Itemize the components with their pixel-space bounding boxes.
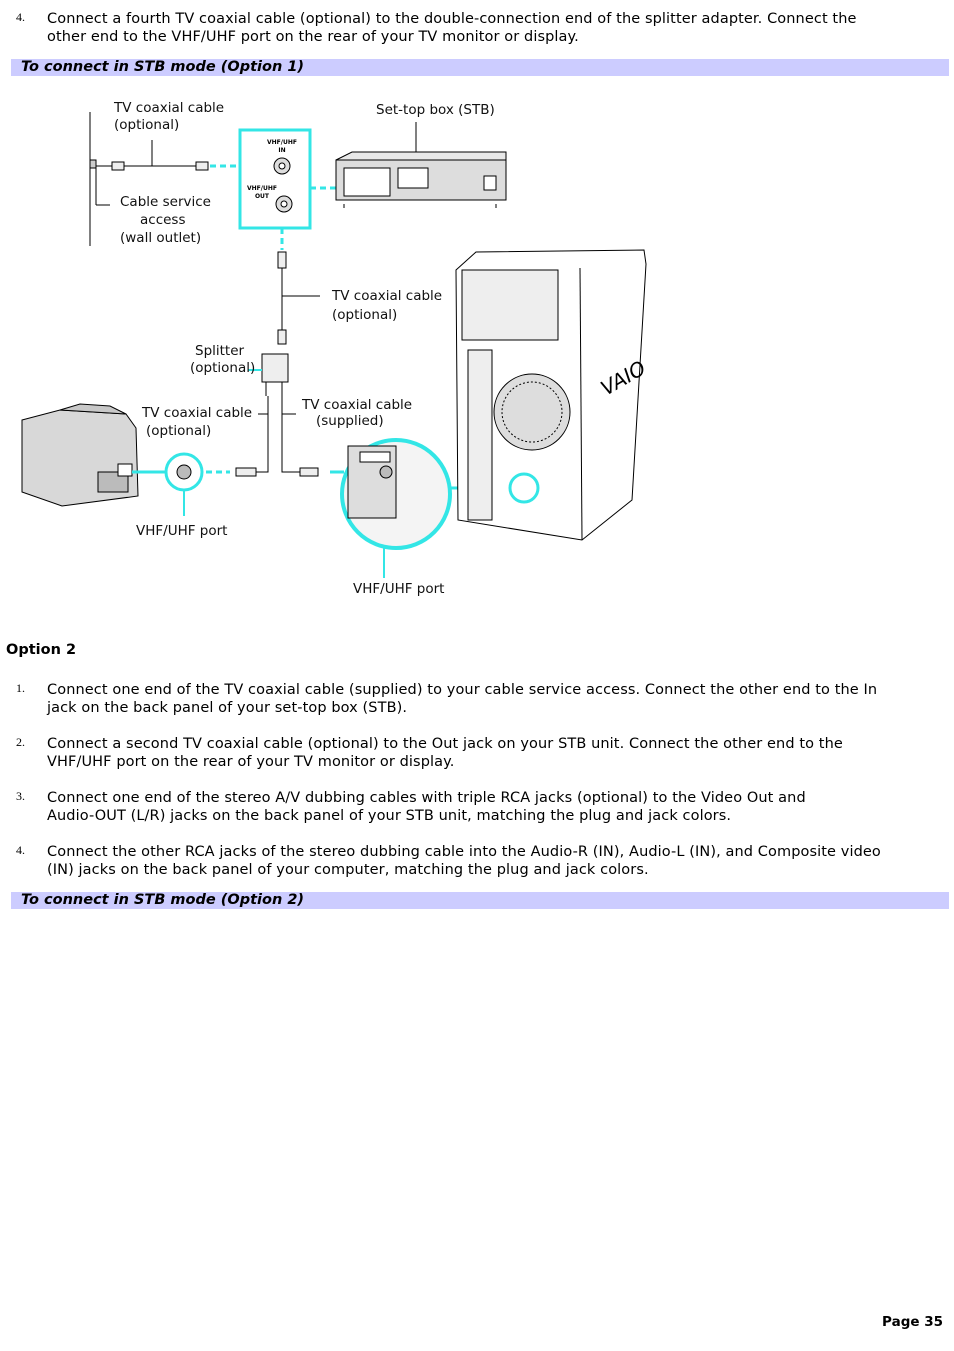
step-number: 3.: [16, 789, 25, 803]
step-text-line-1: Connect a fourth TV coaxial cable (optio…: [47, 11, 857, 27]
step-text: Connect one end of the TV coaxial cable …: [47, 681, 927, 717]
splitter-icon: [261, 353, 289, 396]
section-header-option-1: To connect in STB mode (Option 1): [11, 59, 949, 76]
label-splitter-2: (optional): [190, 360, 255, 376]
label-tv-coax-optional-top-1: TV coaxial cable: [113, 100, 224, 116]
connection-diagram: VHF/UHF IN VHF/UHF OUT: [21, 100, 650, 597]
step-text: Connect a fourth TV coaxial cable (optio…: [47, 10, 927, 46]
vhf-out-label-line-1: VHF/UHF: [247, 185, 277, 192]
step-number: 1.: [16, 681, 25, 695]
computer-tower-icon: [455, 249, 647, 541]
label-set-top-box: Set-top box (STB): [376, 102, 495, 118]
label-cable-service-3: (wall outlet): [120, 230, 201, 246]
label-tv-coax-supplied-2: (supplied): [316, 413, 384, 429]
section-title: To connect in STB mode (Option 2): [21, 892, 305, 908]
label-tv-coax-optional-mid-1: TV coaxial cable: [331, 288, 442, 304]
step-text-line-1: Connect the other RCA jacks of the stere…: [47, 844, 881, 860]
step-text-line-2: other end to the VHF/UHF port on the rea…: [47, 29, 579, 45]
label-tv-coax-optional-top-2: (optional): [114, 117, 179, 133]
wall-outlet-icon: [89, 159, 97, 169]
step-text-line-1: Connect a second TV coaxial cable (optio…: [47, 736, 843, 752]
set-top-box-icon: [335, 151, 507, 208]
step-text: Connect one end of the stereo A/V dubbin…: [47, 789, 927, 825]
label-splitter-1: Splitter: [195, 343, 245, 359]
vhf-in-label-line-1: VHF/UHF: [267, 139, 297, 146]
section-header-option-2: To connect in STB mode (Option 2): [11, 892, 949, 909]
vhf-out-label-line-2: OUT: [255, 193, 270, 200]
step-text-line-1: Connect one end of the TV coaxial cable …: [47, 682, 878, 698]
step-text: Connect a second TV coaxial cable (optio…: [47, 735, 927, 771]
step-text: Connect the other RCA jacks of the stere…: [47, 843, 927, 879]
label-tv-coax-optional-left-2: (optional): [146, 423, 211, 439]
page-number: Page 35: [882, 1314, 943, 1330]
vhf-in-label-line-2: IN: [278, 147, 285, 154]
label-tv-coax-optional-left-1: TV coaxial cable: [141, 405, 252, 421]
step-text-line-2: VHF/UHF port on the rear of your TV moni…: [47, 754, 455, 770]
label-cable-service-2: access: [140, 212, 186, 228]
label-cable-service-1: Cable service: [120, 194, 211, 210]
step-number: 4.: [16, 843, 25, 857]
step-number: 2.: [16, 735, 25, 749]
label-tv-coax-supplied-1: TV coaxial cable: [301, 397, 412, 413]
tv-monitor-icon: [21, 403, 139, 507]
step-text-line-1: Connect one end of the stereo A/V dubbin…: [47, 790, 806, 806]
step-text-line-2: jack on the back panel of your set-top b…: [47, 700, 408, 716]
label-vhf-port-pc: VHF/UHF port: [353, 581, 444, 597]
option-2-heading: Option 2: [6, 642, 77, 658]
step-text-line-2: (IN) jacks on the back panel of your com…: [47, 862, 649, 878]
step-text-line-2: Audio-OUT (L/R) jacks on the back panel …: [47, 808, 732, 824]
label-vhf-port-tv: VHF/UHF port: [136, 523, 227, 539]
label-tv-coax-optional-mid-2: (optional): [332, 307, 397, 323]
stb-jack-panel: [238, 128, 312, 230]
step-number: 4.: [16, 10, 25, 24]
section-title: To connect in STB mode (Option 1): [21, 59, 305, 75]
